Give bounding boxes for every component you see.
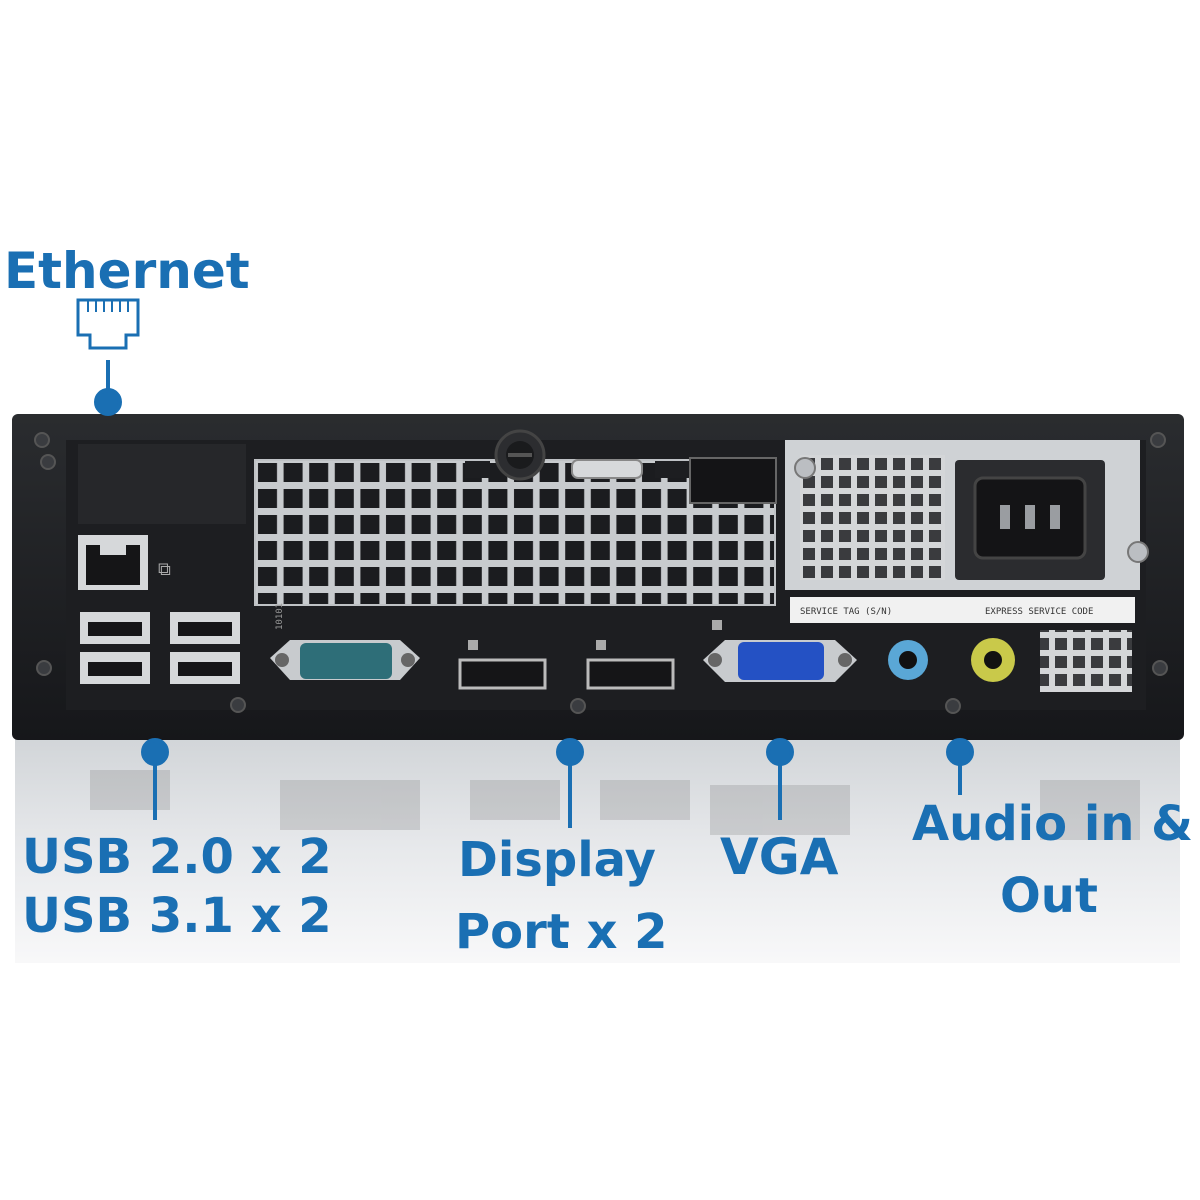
ethernet-label: Ethernet — [4, 242, 250, 300]
thumb-screw — [494, 429, 546, 481]
serial-port[interactable] — [270, 640, 420, 680]
usb-label-line2: USB 3.1 x 2 — [22, 888, 332, 944]
displayport-label-line2: Port x 2 — [455, 904, 668, 960]
vga-icon — [712, 620, 722, 630]
socket-pins — [1000, 505, 1060, 529]
latch — [571, 459, 643, 479]
frame-screws — [34, 432, 1168, 714]
audio-label-line1: Audio in & — [912, 796, 1194, 852]
ethernet-icon — [76, 298, 140, 350]
ethernet-port[interactable] — [78, 535, 148, 590]
psu-screw — [794, 457, 816, 479]
dp-icon — [596, 640, 606, 650]
audio-label-line2: Out — [1000, 868, 1098, 924]
card-slot-cover — [78, 444, 246, 524]
callout-lines — [94, 360, 974, 828]
psu-grille — [800, 455, 945, 580]
vga-port[interactable] — [703, 640, 857, 682]
small-grille — [1040, 630, 1132, 692]
usb-label-line1: USB 2.0 x 2 — [22, 829, 332, 885]
serial-port-label: 10101 — [275, 603, 285, 630]
chassis-lock-slot — [689, 457, 777, 504]
floor-reflection — [15, 735, 1180, 963]
displayport-2[interactable] — [586, 658, 675, 690]
service-tag-sticker — [790, 597, 1135, 623]
ethernet-icon-pins — [87, 300, 129, 312]
vga-label: VGA — [720, 828, 839, 886]
psu-screw — [1127, 541, 1149, 563]
express-code-label: EXPRESS SERVICE CODE — [985, 607, 1093, 617]
network-icon: ⧉ — [158, 559, 171, 580]
dp-icon — [468, 640, 478, 650]
service-tag-label: SERVICE TAG (S/N) — [800, 607, 892, 617]
audio-in-jack[interactable] — [888, 640, 928, 680]
audio-out-jack[interactable] — [971, 638, 1015, 682]
displayport-label-line1: Display — [458, 832, 656, 888]
displayport-1[interactable] — [458, 658, 547, 690]
ventilation-grille — [255, 460, 775, 605]
